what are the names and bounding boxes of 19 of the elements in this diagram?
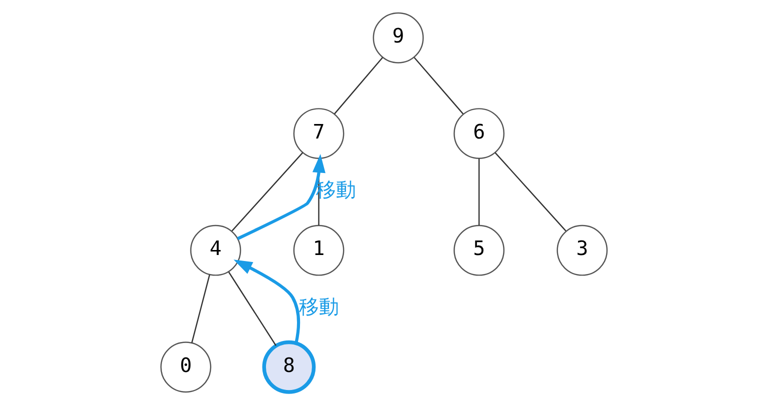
node-circle: 3	[556, 224, 608, 276]
arrow	[234, 260, 300, 344]
node-circle: 6	[454, 108, 505, 160]
arrow	[236, 154, 326, 240]
node-circle: 0	[160, 342, 212, 393]
edge-label: 移動	[298, 295, 339, 318]
node-circle: 4	[190, 224, 242, 276]
node-circle: 1	[293, 224, 344, 276]
connector	[414, 57, 464, 114]
node-circle: 7	[293, 108, 344, 160]
connector	[191, 274, 210, 343]
connector	[228, 272, 276, 346]
node-circle: 9	[372, 12, 424, 64]
connector	[478, 158, 480, 226]
connector	[494, 152, 566, 232]
node-circle: 5	[454, 224, 505, 276]
connector	[232, 152, 304, 232]
connector	[334, 57, 384, 114]
node-circle: 8	[262, 340, 316, 394]
